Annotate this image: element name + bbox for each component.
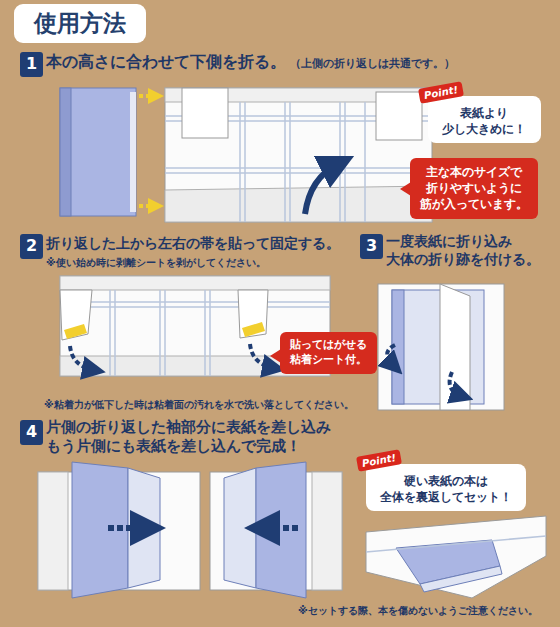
point-bubble: Point!表紙より 少し大きめに！ (428, 96, 541, 143)
cover-sheet (165, 88, 432, 222)
book-figure (38, 472, 68, 590)
cover-sheet (109, 290, 111, 376)
book-figure (38, 462, 342, 598)
fold-arrow (70, 346, 94, 370)
cover-sheet (209, 290, 211, 376)
cover-sheet (60, 290, 92, 340)
book-figure (60, 88, 71, 216)
book-figure (440, 284, 470, 410)
book-figure (450, 372, 462, 396)
book-figure (60, 88, 136, 216)
cover-sheet (238, 290, 268, 338)
step-number: 4 (26, 422, 37, 441)
cover-sheet (165, 167, 432, 169)
cover-sheet (182, 88, 228, 138)
cover-sheet (60, 306, 330, 308)
cover-sheet (165, 186, 432, 222)
fold-arrow (305, 164, 338, 214)
cover-sheet (165, 172, 432, 174)
adhesive-sheet (64, 322, 265, 339)
cover-sheet (289, 102, 291, 222)
step-badge: 1 (20, 52, 43, 77)
guide-arrow (139, 96, 156, 206)
guide-arrow (139, 94, 156, 98)
book-figure (60, 88, 136, 216)
book-figure (366, 516, 546, 598)
cover-sheet (114, 290, 116, 376)
book-figure (366, 516, 546, 598)
step-text: 折り返した上から左右の帯を貼って固定する。 (46, 234, 340, 252)
book-figure (378, 284, 504, 410)
book-figure (366, 536, 546, 552)
cover-sheet (244, 102, 246, 222)
step-text: 一度表紙に折り込み 大体の折り跡を付ける。 (386, 232, 544, 268)
point-text: 硬い表紙の本は 全体を裏返してセット！ (378, 473, 514, 505)
cover-sheet (239, 102, 241, 222)
title-box: 使用方法 (14, 4, 146, 43)
note-text: ※粘着力が低下した時は粘着面の汚れを水で洗い落としてください。 (44, 398, 354, 411)
cover-sheet (60, 301, 330, 303)
point-tag: Point! (356, 449, 402, 471)
point-tag: Point! (418, 81, 464, 103)
step-badge: 3 (360, 234, 383, 259)
cover-sheet (204, 290, 206, 376)
cover-sheet (344, 102, 346, 222)
book-figure (262, 525, 298, 531)
book-figure (256, 462, 306, 598)
adhesive-sheet (242, 322, 265, 337)
note-text: （上側の折り返しは共通です。） (290, 57, 455, 71)
cover-sheet (376, 92, 422, 140)
fold-arrow (70, 344, 274, 370)
red-callout: 貼ってはがせる 粘着シート付。 (280, 332, 377, 374)
cover-sheet (284, 102, 286, 222)
adhesive-sheet (64, 324, 87, 339)
book-figure (224, 468, 256, 588)
book-figure (108, 525, 148, 531)
step-number: 1 (26, 54, 37, 73)
callout-text: 貼ってはがせる 粘着シート付。 (288, 338, 369, 368)
step-badge: 2 (20, 234, 43, 259)
step-text: 片側の折り返した袖部分に表紙を差し込み もう片側にも表紙を差し込んで完成！ (46, 418, 336, 456)
red-callout: 主な本のサイズで 折りやすいように 筋が入っています。 (410, 158, 538, 219)
step-badge: 4 (20, 420, 43, 445)
cover-sheet (165, 88, 432, 222)
cover-sheet (164, 290, 166, 376)
point-text: 表紙より 少し大きめに！ (440, 105, 529, 137)
point-bubble: Point!硬い表紙の本は 全体を裏返してセット！ (366, 464, 526, 511)
book-figure (312, 472, 342, 590)
cover-sheet (60, 276, 330, 290)
cover-sheet (364, 102, 366, 222)
book-figure (130, 92, 136, 212)
guide-arrow (139, 204, 156, 208)
note-text: ※セットする際、本を傷めないようご注意ください。 (298, 604, 538, 617)
book-figure (387, 345, 395, 366)
step-number: 2 (26, 236, 37, 255)
cover-sheet (339, 102, 341, 222)
book-figure (420, 566, 502, 592)
cover-sheet (159, 290, 161, 376)
book-figure (378, 284, 504, 410)
callout-text: 主な本のサイズで 折りやすいように 筋が入っています。 (418, 164, 530, 213)
fold-arrow (305, 164, 338, 214)
step-number: 3 (366, 236, 377, 255)
note-text: ※使い始め時に剥離シートを剥がしてください。 (46, 256, 266, 269)
step-text: 本の高さに合わせて下側を折る。 (46, 52, 286, 73)
